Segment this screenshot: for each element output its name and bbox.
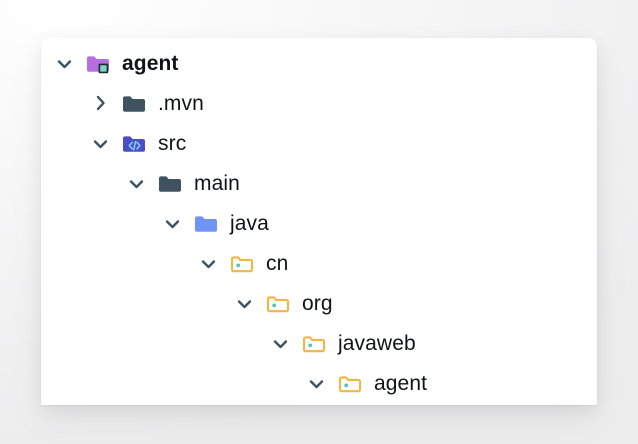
tree-item-label: agent xyxy=(122,52,179,75)
tree-item-label: org xyxy=(302,292,333,315)
chevron-down-icon[interactable] xyxy=(51,51,77,77)
tree-item-label: agent xyxy=(374,372,428,395)
chevron-down-icon[interactable] xyxy=(231,291,257,317)
folder-package-orange-icon xyxy=(229,251,255,277)
tree-row-main[interactable]: main xyxy=(41,164,597,204)
folder-module-purple-badge-icon xyxy=(85,51,111,77)
chevron-down-icon[interactable] xyxy=(123,171,149,197)
tree-item-label: cn xyxy=(266,252,289,275)
tree-item-label: .mvn xyxy=(158,92,204,115)
chevron-down-icon[interactable] xyxy=(267,331,293,357)
folder-plain-slate-icon xyxy=(157,171,183,197)
chevron-down-icon[interactable] xyxy=(159,211,185,237)
tree-row-java[interactable]: java xyxy=(41,204,597,244)
tree-row-cn[interactable]: cn xyxy=(41,244,597,284)
folder-java-blue-icon xyxy=(193,211,219,237)
chevron-down-icon[interactable] xyxy=(195,251,221,277)
tree-item-label: java xyxy=(230,212,269,235)
tree-item-label: main xyxy=(194,172,240,195)
folder-package-orange-icon xyxy=(337,371,363,397)
folder-source-code-icon xyxy=(121,131,147,157)
tree-row-agent[interactable]: agent xyxy=(41,364,597,404)
tree-row-src[interactable]: src xyxy=(41,124,597,164)
folder-plain-slate-icon xyxy=(121,91,147,117)
tree-item-label: javaweb xyxy=(338,332,416,355)
folder-package-orange-icon xyxy=(301,331,327,357)
chevron-down-icon[interactable] xyxy=(87,131,113,157)
tree-row-org[interactable]: org xyxy=(41,284,597,324)
tree-row-javaweb[interactable]: javaweb xyxy=(41,324,597,364)
tree-row-agent[interactable]: agent xyxy=(41,44,597,84)
folder-package-orange-icon xyxy=(265,291,291,317)
tree-row-dot-mvn[interactable]: .mvn xyxy=(41,84,597,124)
tree-item-label: src xyxy=(158,132,187,155)
chevron-down-icon[interactable] xyxy=(303,371,329,397)
chevron-right-icon[interactable] xyxy=(87,91,113,117)
